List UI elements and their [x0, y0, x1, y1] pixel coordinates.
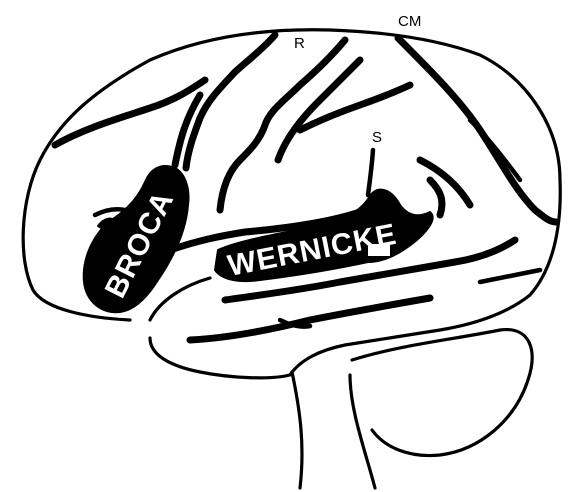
r-label: R	[294, 35, 305, 52]
occipital-sulcus	[470, 120, 520, 180]
brainstem-outline	[292, 372, 375, 488]
s-label: S	[372, 129, 382, 146]
inferior-temporal-sulcus	[190, 298, 430, 340]
cm-label: CM	[398, 13, 421, 30]
temporal-lobe-edge	[150, 278, 210, 320]
angular-sulcus	[430, 180, 442, 215]
temporal-branch	[480, 270, 540, 282]
s-sulcus	[368, 150, 373, 195]
cerebellum-outline	[352, 330, 532, 456]
supramarginal-sulcus	[420, 160, 470, 205]
